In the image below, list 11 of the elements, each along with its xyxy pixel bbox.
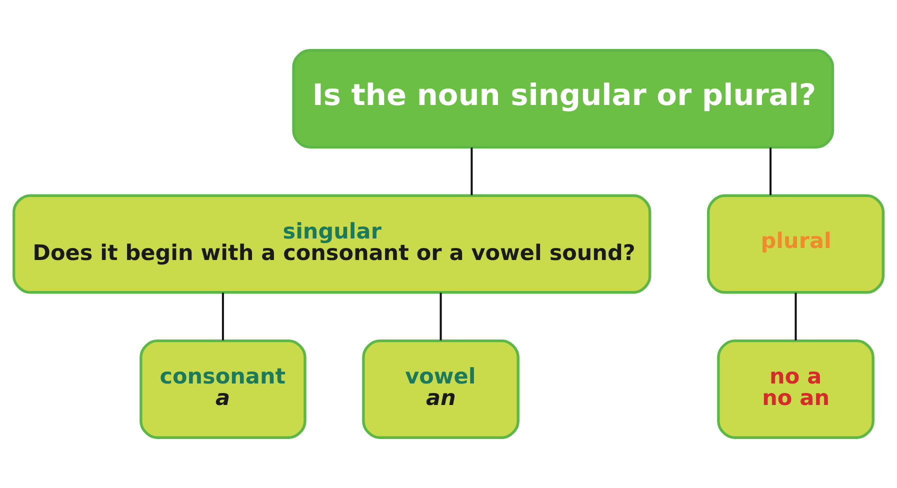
node-box: no a no an	[717, 339, 874, 439]
node-box: Is the noun singular or plural?	[292, 49, 834, 149]
node-box: consonant a	[140, 339, 306, 439]
connector	[440, 292, 442, 340]
node-box: vowel an	[362, 339, 520, 439]
connector	[770, 148, 772, 196]
node-box: plural	[707, 194, 884, 294]
connector	[222, 292, 224, 340]
node-box: singular Does it begin with a consonant or a vowel sound?	[12, 194, 652, 294]
connector	[470, 148, 473, 196]
connector	[794, 292, 797, 340]
